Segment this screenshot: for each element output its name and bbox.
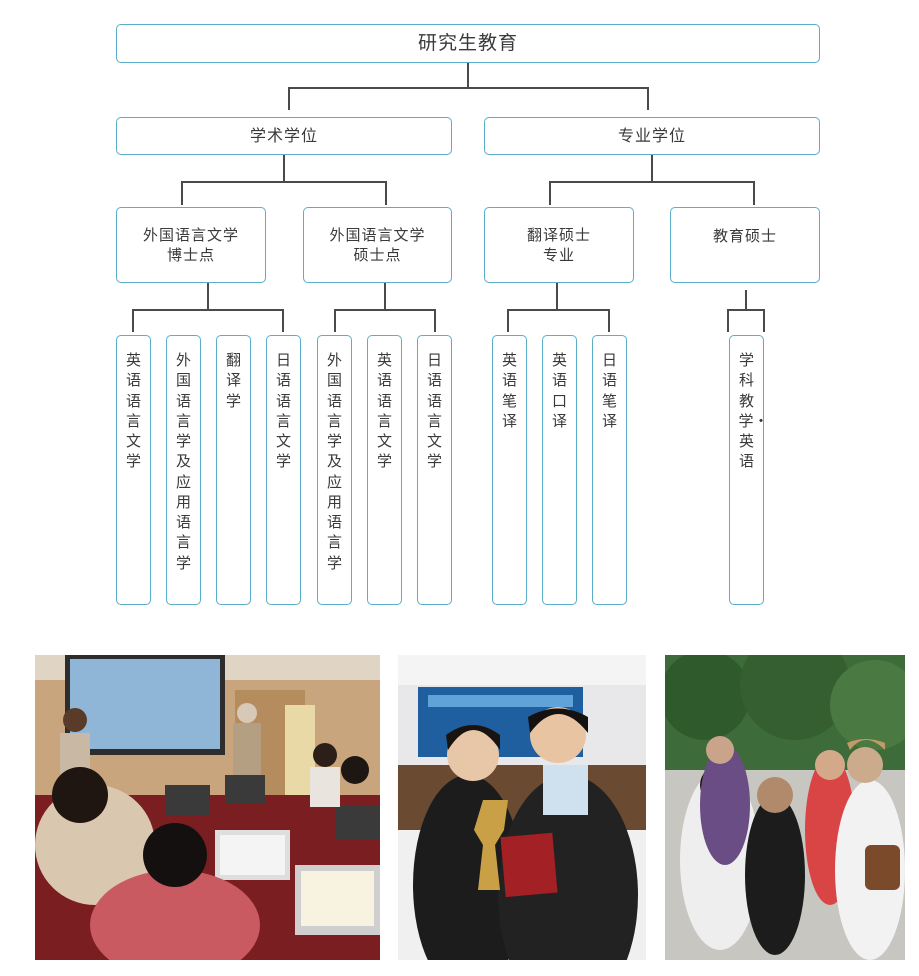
leaf-label: 英语语言文学 bbox=[125, 351, 141, 471]
leaf-label: 日语语言文学 bbox=[426, 351, 442, 471]
node-master-program: 外国语言文学 硕士点 bbox=[303, 207, 452, 283]
tree-connectors bbox=[132, 63, 765, 332]
node-label-line: 外国语言文学 bbox=[142, 225, 239, 244]
leaf-label: 日语语言文学 bbox=[275, 351, 291, 471]
leaf-label: 英语口译 bbox=[551, 351, 567, 430]
branch-professional-degree: 专业学位 bbox=[484, 117, 820, 155]
node-label-line: 教育硕士 bbox=[712, 227, 777, 245]
node-label-line: 博士点 bbox=[166, 246, 215, 264]
node-doctoral-program: 外国语言文学 博士点 bbox=[116, 207, 266, 283]
node-label-line: 外国语言文学 bbox=[329, 225, 426, 244]
leaf-node: 日语语言文学 bbox=[266, 335, 301, 605]
node-mti-program: 翻译硕士 专业 bbox=[484, 207, 634, 283]
leaf-label: 英语语言文学 bbox=[376, 351, 392, 471]
branch-academic-degree: 学术学位 bbox=[116, 117, 452, 155]
award-photo bbox=[398, 655, 646, 960]
leaf-label: 翻译学 bbox=[225, 351, 241, 410]
leaf-label: 英语笔译 bbox=[501, 351, 517, 430]
leaf-label: 学科教学・英语 bbox=[738, 351, 769, 471]
root-label: 研究生教育 bbox=[417, 31, 518, 54]
leaf-node: 英语笔译 bbox=[492, 335, 527, 605]
root-node: 研究生教育 bbox=[116, 24, 820, 63]
leaf-node: 英语语言文学 bbox=[367, 335, 402, 605]
outdoor-group-photo bbox=[665, 655, 905, 960]
leaf-node: 翻译学 bbox=[216, 335, 251, 605]
node-label-line: 硕士点 bbox=[353, 246, 402, 264]
leaf-node: 日语笔译 bbox=[592, 335, 627, 605]
node-education-master: 教育硕士 bbox=[670, 207, 820, 283]
leaf-node: 英语语言文学 bbox=[116, 335, 151, 605]
leaf-node: 学科教学・英语 bbox=[729, 335, 769, 605]
classroom-photo bbox=[35, 655, 380, 960]
leaf-label: 外国语言学及应用语言学 bbox=[326, 351, 342, 572]
leaf-label: 外国语言学及应用语言学 bbox=[175, 351, 191, 572]
node-label-line: 专业 bbox=[542, 246, 575, 264]
leaf-node: 外国语言学及应用语言学 bbox=[166, 335, 201, 605]
leaf-label: 日语笔译 bbox=[601, 351, 617, 430]
node-label-line: 翻译硕士 bbox=[526, 225, 591, 244]
leaf-node: 外国语言学及应用语言学 bbox=[317, 335, 352, 605]
branch-label: 学术学位 bbox=[249, 126, 318, 146]
leaf-node: 日语语言文学 bbox=[417, 335, 452, 605]
leaf-node: 英语口译 bbox=[542, 335, 577, 605]
branch-label: 专业学位 bbox=[617, 126, 686, 146]
